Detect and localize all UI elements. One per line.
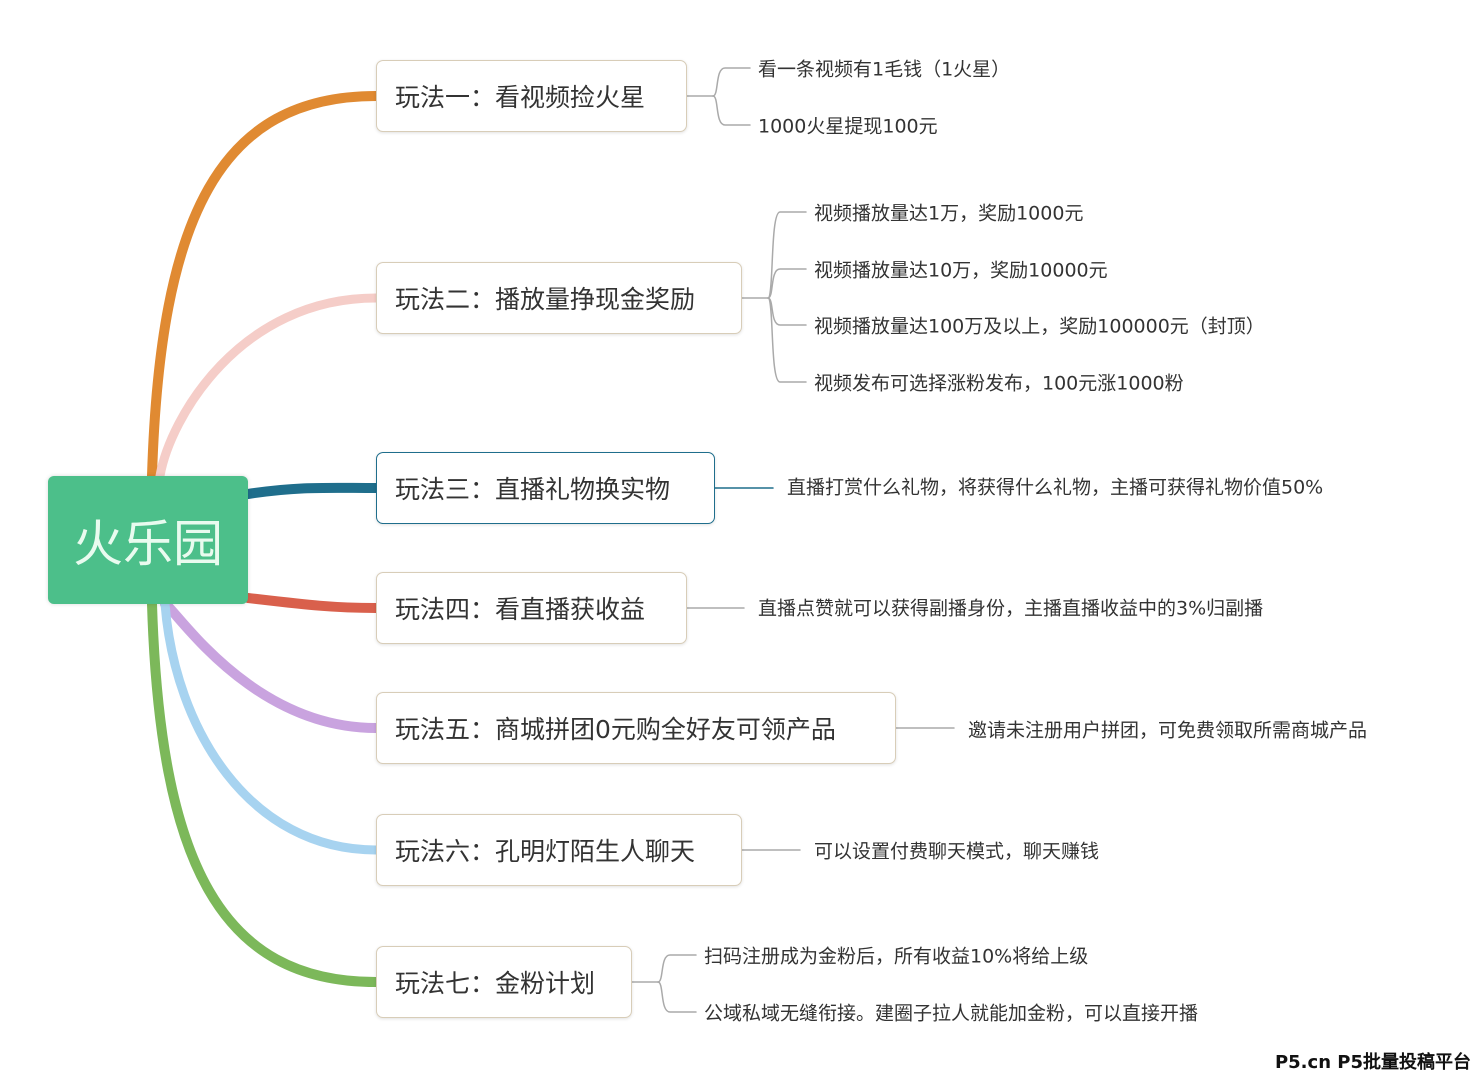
watermark: P5.cn P5批量投稿平台 [1274,1052,1471,1073]
leaf-text: 公域私域无缝衔接。建圈子拉人就能加金粉，可以直接开播 [704,1002,1199,1025]
branch-node-label: 玩法一：看视频捡火星 [395,83,646,112]
leaf-connector [767,211,807,299]
branch-node: 玩法一：看视频捡火星 [376,60,687,132]
branch-connector [160,599,381,855]
branch-node: 玩法六：孔明灯陌生人聊天 [376,814,742,886]
central-node: 火乐园 [48,476,248,604]
branch-node-label: 玩法六：孔明灯陌生人聊天 [395,837,696,866]
leaf-text: 直播打赏什么礼物，将获得什么礼物，主播可获得礼物价值50% [787,476,1324,499]
leaf-text: 看一条视频有1毛钱（1火星） [758,58,1011,81]
leaf-connector [767,297,807,326]
leaf-text: 1000火星提现100元 [758,115,938,138]
branch-connector [243,482,381,499]
branch-node: 玩法五：商城拼团0元购全好友可领产品 [376,692,896,764]
leaf-connector [767,268,807,299]
leaf-connector [657,954,697,983]
leaf-connector [767,297,807,383]
branch-node-label: 玩法五：商城拼团0元购全好友可领产品 [395,715,836,744]
branch-node: 玩法三：直播礼物换实物 [376,452,715,524]
branch-node: 玩法四：看直播获收益 [376,572,687,644]
branch-connector [160,599,381,733]
branch-node-label: 玩法四：看直播获收益 [395,595,646,624]
leaf-connector [712,67,751,97]
branch-connector [155,293,381,481]
central-node-label: 火乐园 [73,515,223,573]
leaf-text: 直播点赞就可以获得副播身份，主播直播收益中的3%归副播 [758,597,1264,620]
branch-node-label: 玩法三：直播礼物换实物 [395,475,671,504]
leaf-text: 可以设置付费聊天模式，聊天赚钱 [814,840,1100,863]
leaf-text: 视频播放量达10万，奖励10000元 [814,259,1108,282]
branch-connector [147,91,381,481]
leaf-text: 视频播放量达1万，奖励1000元 [814,202,1084,225]
leaf-text: 视频播放量达100万及以上，奖励100000元（封顶） [814,315,1265,338]
leaf-text: 扫码注册成为金粉后，所有收益10%将给上级 [704,945,1089,968]
leaf-text: 视频发布可选择涨粉发布，100元涨1000粉 [814,372,1184,395]
branch-node-label: 玩法二：播放量挣现金奖励 [395,285,696,314]
leaf-connector [712,95,751,126]
leaf-text: 邀请未注册用户拼团，可免费领取所需商城产品 [968,719,1368,742]
branch-node-label: 玩法七：金粉计划 [395,969,596,998]
branch-node: 玩法七：金粉计划 [376,946,632,1018]
branch-node: 玩法二：播放量挣现金奖励 [376,262,742,334]
leaf-connector [657,981,697,1013]
branch-connector [147,599,381,987]
branch-connector [243,593,381,613]
